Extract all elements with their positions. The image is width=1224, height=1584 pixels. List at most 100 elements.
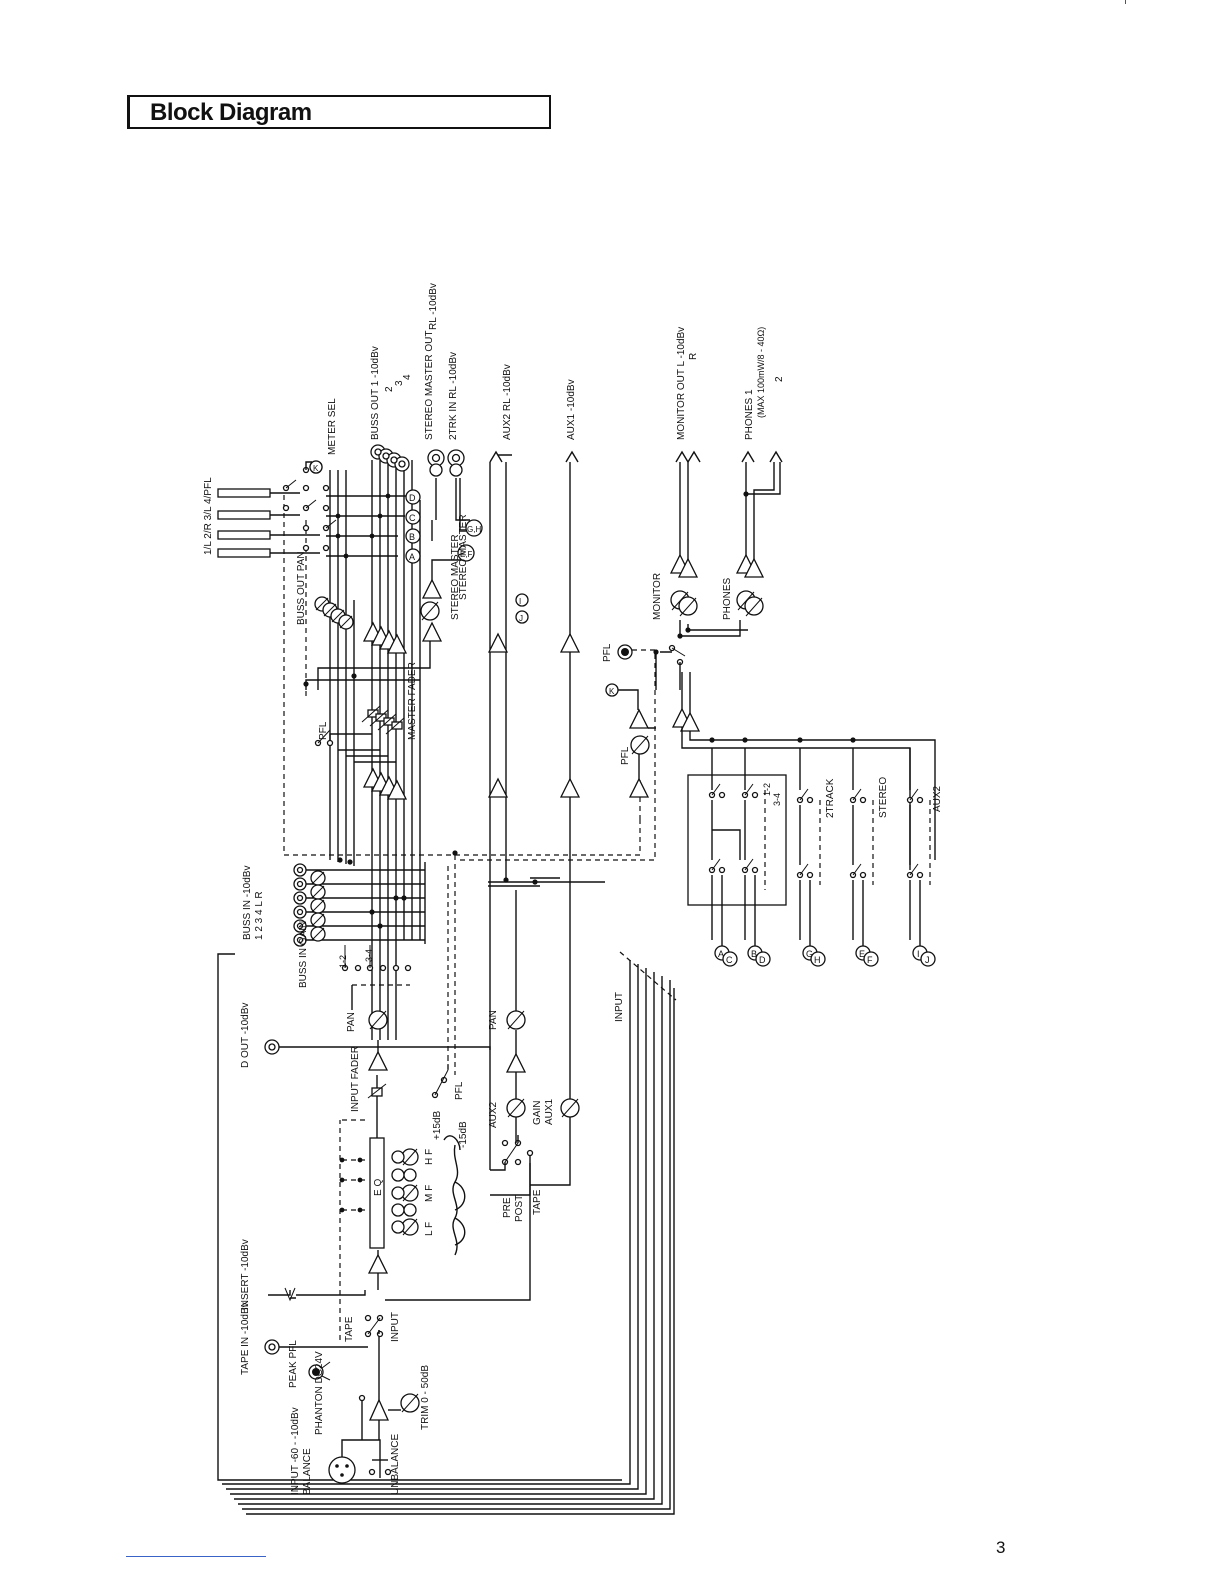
insert-label: INSERT -10dBv: [240, 1239, 251, 1310]
fader-amp: [369, 1052, 387, 1070]
node-c: C: [409, 513, 416, 523]
monitor-out-r-label: R: [688, 353, 699, 360]
monitor-source-select[interactable]: [688, 748, 930, 955]
input-switch-label: INPUT: [390, 1312, 401, 1342]
buss-in-nums-label: 1 2 3 4 L R: [254, 891, 265, 940]
stereo-master-out-rl-label: RL -10dBv: [428, 283, 439, 330]
node-i: I: [519, 597, 521, 606]
lf-label: L F: [424, 1222, 435, 1236]
two-track-in-label: 2TRK IN RL -10dBv: [448, 352, 459, 440]
post-label: POST: [514, 1195, 525, 1222]
sel-2track-label: 2TRACK: [825, 778, 836, 818]
eq-block: E Q: [340, 1110, 384, 1248]
sel-aux2-label: AUX2: [932, 785, 943, 812]
gain-select-switches[interactable]: [343, 945, 411, 1010]
node-a: A: [409, 552, 415, 562]
page-number: 3: [996, 1538, 1005, 1558]
input-fader-label: INPUT FADER: [350, 1046, 361, 1112]
gain-label: GAIN: [532, 1101, 543, 1125]
aux-out-jacks[interactable]: [490, 452, 578, 462]
meter-channels-label: 1/L 2/R 3/L 4/PFL: [203, 477, 214, 555]
stereo-master-label-b: STEREO MASTER: [458, 514, 469, 600]
phones-2-label: 2: [774, 376, 785, 382]
aux2-out-label: AUX2 RL -10dBv: [502, 364, 513, 440]
sel-node-c: C: [726, 955, 733, 965]
stereo-master-out-jacks[interactable]: [428, 450, 444, 520]
node-d: D: [409, 493, 416, 503]
tape-label: TAPE: [532, 1189, 543, 1215]
sel-node-d: D: [759, 955, 766, 965]
eq-pots[interactable]: [392, 1149, 418, 1235]
tape-in-label: TAPE IN -10dBv: [240, 1302, 251, 1375]
tape-switch-label: TAPE: [344, 1316, 355, 1342]
phantom-label: PHANTON DC24V: [314, 1351, 325, 1435]
aux2-amp: [507, 1054, 525, 1072]
trim-label: TRIM 0 - 50dB: [420, 1365, 431, 1430]
gain-1-2-label: 1-2: [338, 955, 348, 968]
sel-node-i: I: [917, 949, 920, 959]
sel-3-4-label: 3-4: [772, 793, 782, 806]
gain-3-4-label: 3-4: [364, 949, 374, 962]
buss-out-pan-pots[interactable]: [315, 597, 353, 629]
input-stack-label: INPUT: [614, 992, 625, 1022]
node-b: B: [409, 532, 415, 542]
aux2-label: AUX2: [488, 1101, 499, 1128]
master-fader-label: MASTER FADER: [407, 662, 418, 740]
minus15-label: -15dB: [458, 1121, 469, 1148]
buss-in-gain-pots[interactable]: [311, 871, 325, 941]
aux-section[interactable]: [385, 890, 579, 1300]
source-select-node-markers: A C B D G H E F I J: [715, 946, 935, 966]
trim-pot[interactable]: [388, 1394, 419, 1412]
master-pfl-label: PFL: [318, 721, 329, 740]
xlr-input-jack[interactable]: [329, 1440, 362, 1483]
sel-node-j: J: [925, 955, 930, 965]
phantom-power: [360, 1396, 365, 1441]
pan-label: PAN: [346, 1012, 357, 1032]
buss-in-gain-label: BUSS IN GAIN: [298, 921, 309, 988]
input-label: INPUT -60 - -10dBv: [290, 1407, 301, 1495]
footer-rule: [126, 1556, 266, 1557]
meter-sel-switch[interactable]: [284, 461, 337, 551]
dout-label: D OUT -10dBv: [240, 1003, 251, 1068]
stereo-master-out-label: STEREO MASTER OUT: [424, 331, 435, 440]
sel-node-h: H: [814, 955, 821, 965]
buss-out-pan-label: BUSS OUT PAN: [296, 551, 307, 625]
input-fader[interactable]: [368, 1075, 386, 1110]
eq-label: E Q: [373, 1179, 384, 1196]
buss-out-4-label: 4: [402, 374, 413, 380]
aux-pan-label: PAN: [488, 1010, 499, 1030]
balance-label: BALANCE: [302, 1448, 313, 1495]
channel-stack-outline: [218, 952, 676, 1514]
sel-stereo-label: STEREO: [878, 777, 889, 818]
mid-labels: STEREO MASTER STEREO MASTER MASTER FADER…: [242, 514, 943, 988]
hf-label: H F: [424, 1149, 435, 1165]
buss-out-jacks[interactable]: [371, 445, 409, 471]
monitor-pfl-label: PFL: [602, 643, 613, 662]
channel-pfl-label: PFL: [454, 1081, 465, 1100]
phones-label: PHONES 1: [744, 389, 755, 440]
sel-node-f: F: [867, 955, 873, 965]
unbalance-label: UNBALANCE: [390, 1434, 401, 1495]
node-j: J: [519, 614, 523, 623]
aux1-out-label: AUX1 -10dBv: [566, 379, 577, 440]
monitor-out-label: MONITOR OUT L -10dBv: [676, 327, 687, 440]
aux1-label: AUX1: [544, 1098, 555, 1125]
balance-unbalance-switch[interactable]: [362, 1440, 391, 1478]
pfl-amp-label: PFL: [620, 746, 631, 765]
channel-pan-pot[interactable]: [369, 1011, 387, 1029]
channel-labels: INPUT -60 - -10dBv BALANCE PHANTON DC24V…: [240, 992, 625, 1495]
peak-pfl-label: PEAK PFL: [288, 1340, 299, 1388]
channel-pfl-switch[interactable]: [433, 1060, 449, 1098]
eq-curves: [444, 1136, 465, 1255]
phones-pot-label: PHONES: [722, 577, 733, 620]
phones-spec-label: (MAX 100mW/8 - 40Ω): [756, 327, 766, 418]
head-amp: [370, 1400, 388, 1420]
sel-1-2-label: 1-2: [762, 783, 772, 796]
plus15-label: +15dB: [432, 1110, 443, 1140]
node-gh: G,H: [467, 525, 481, 534]
master-faders[interactable]: [362, 706, 404, 734]
node-k-2: K: [609, 687, 615, 696]
insert-jack[interactable]: [268, 1288, 365, 1300]
node-k: K: [313, 464, 319, 473]
